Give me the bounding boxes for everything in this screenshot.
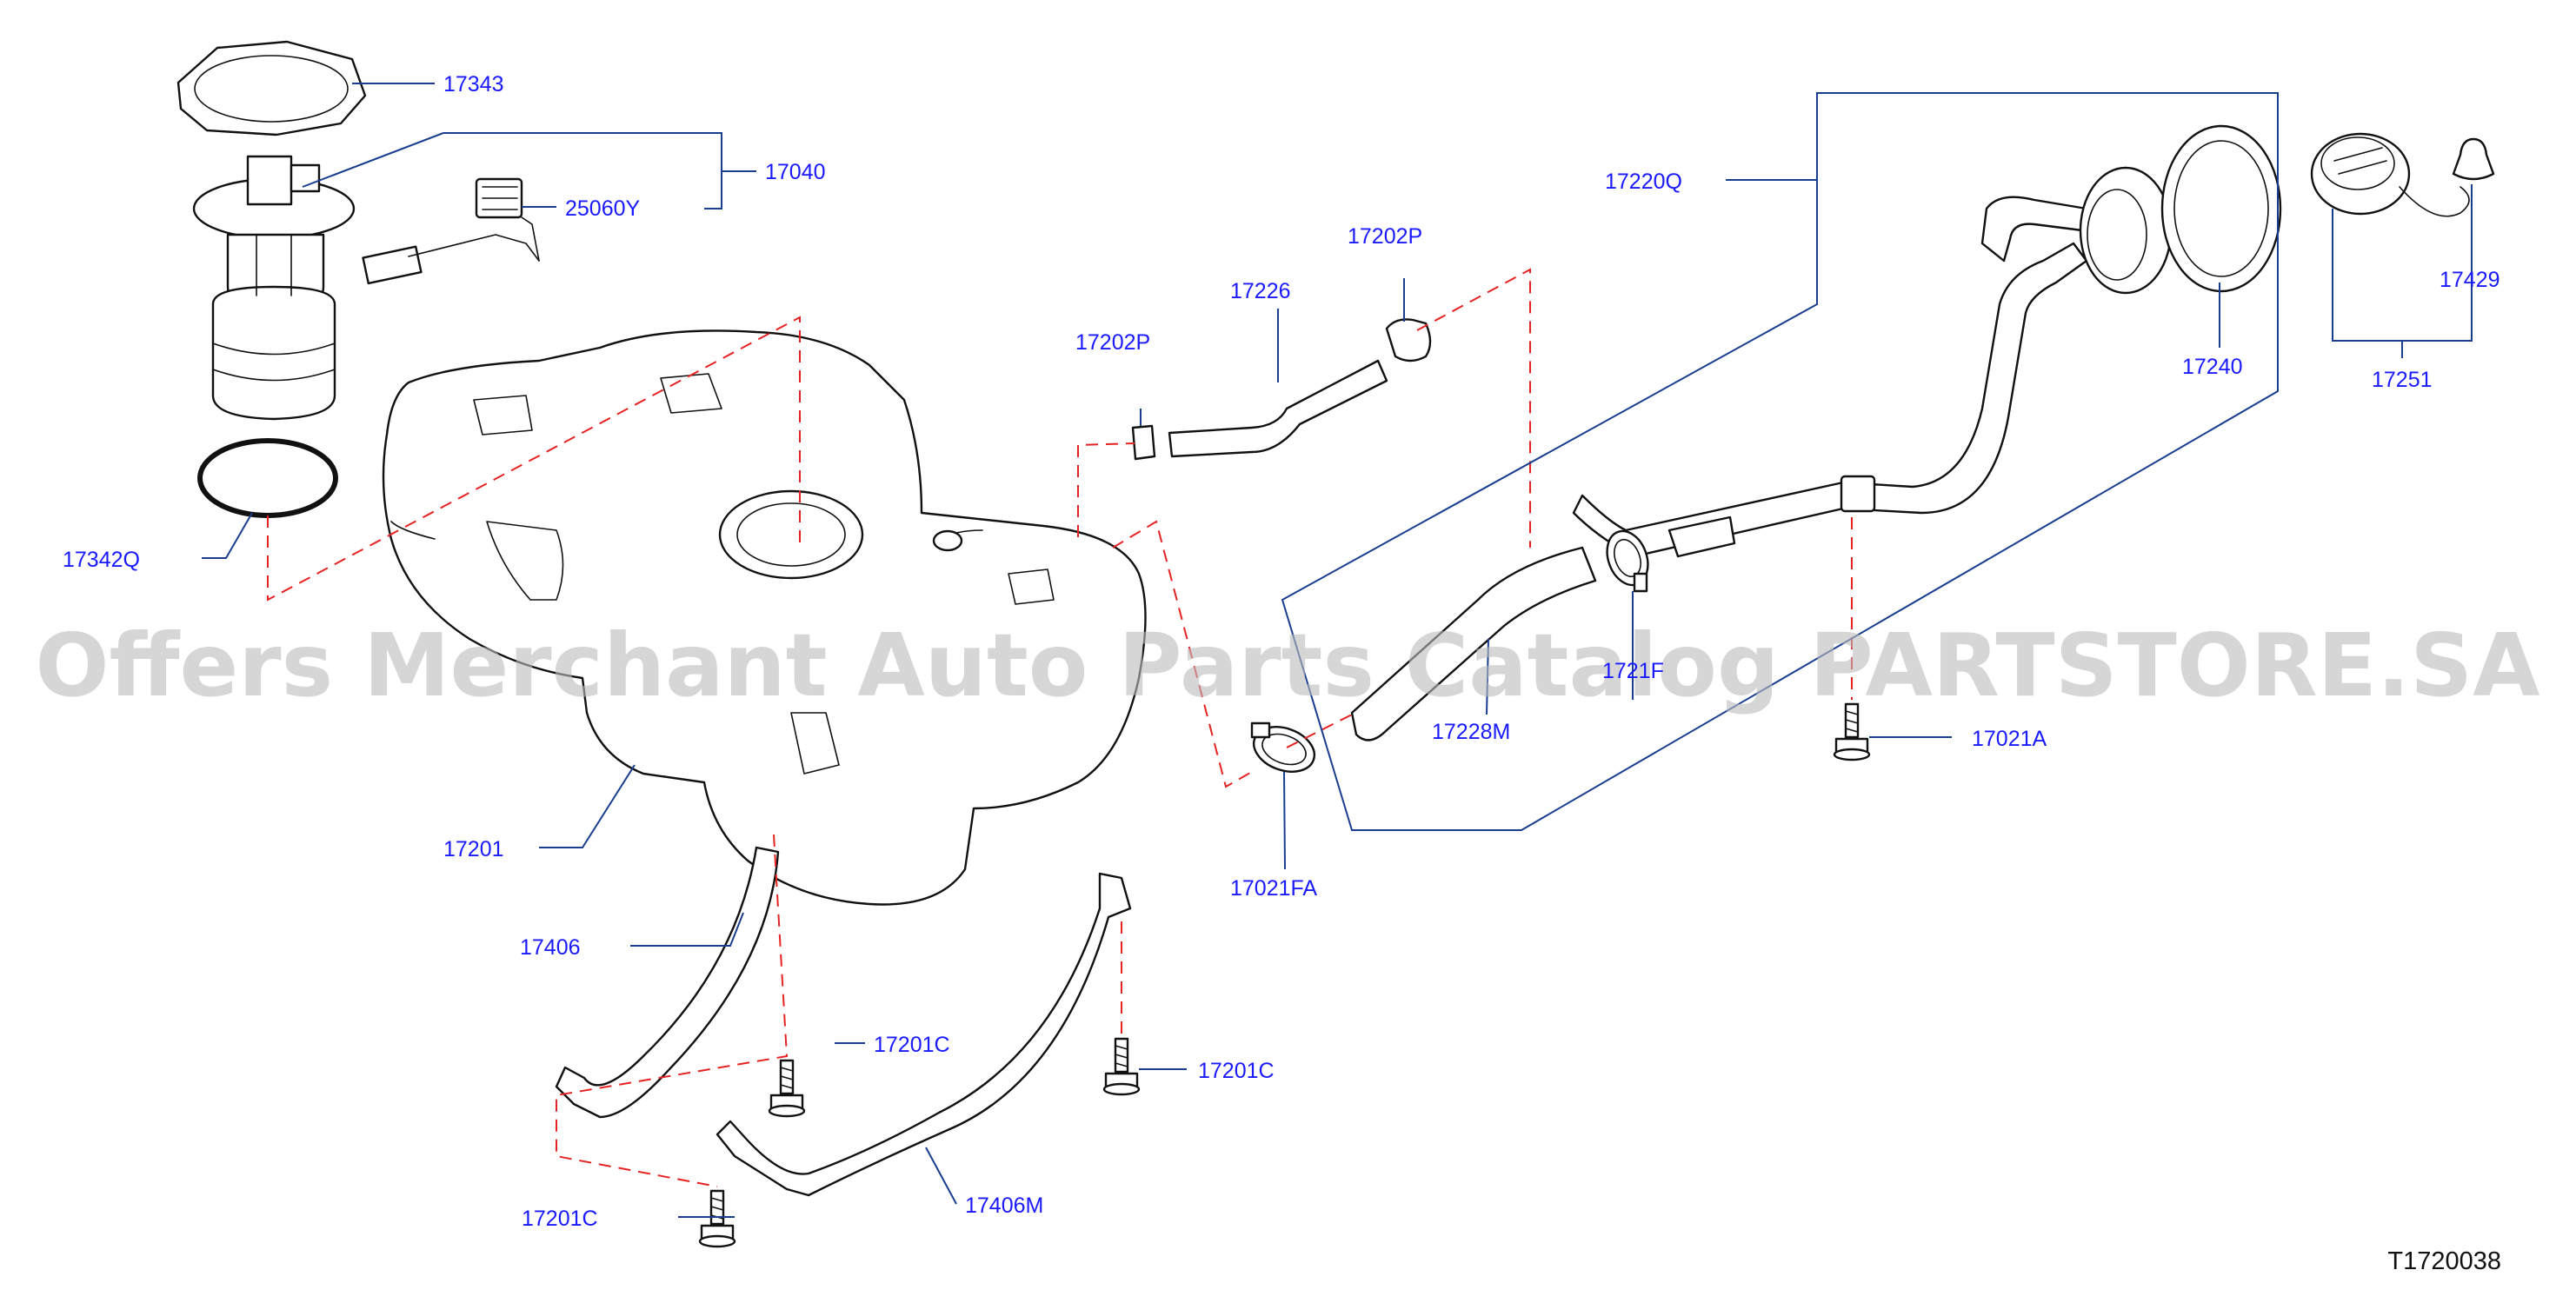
filler-pipe-17220Q-drawing — [1572, 166, 2173, 558]
label-17040[interactable]: 17040 — [765, 160, 826, 184]
gasket-17342Q-drawing — [197, 438, 338, 518]
label-17406M[interactable]: 17406M — [965, 1194, 1043, 1218]
label-17342Q[interactable]: 17342Q — [63, 548, 140, 572]
label-17343[interactable]: 17343 — [443, 72, 504, 96]
label-17021FA[interactable]: 17021FA — [1230, 876, 1317, 901]
filler-gasket-17240-drawing — [2160, 124, 2282, 293]
label-1721F[interactable]: 1721F — [1602, 659, 1664, 683]
fuel-cap-17251-drawing — [2310, 132, 2470, 217]
label-17201C-lower[interactable]: 17201C — [522, 1207, 598, 1231]
label-17251[interactable]: 17251 — [2372, 368, 2433, 392]
filler-hose-17228M-drawing — [1350, 546, 1597, 741]
assembly-guide-lines — [267, 268, 1853, 1187]
tank-strap-17406-drawing — [555, 846, 780, 1119]
clamp-17021FA-drawing — [1250, 721, 1316, 773]
lock-ring-17343-drawing — [176, 40, 367, 136]
leader-lines — [202, 83, 2473, 1218]
label-25060Y[interactable]: 25060Y — [565, 196, 641, 221]
label-17406[interactable]: 17406 — [520, 935, 581, 960]
hose-clamps-17202P-drawing — [1131, 318, 1432, 461]
tank-strap-17406M-drawing — [716, 872, 1132, 1197]
diagram-code: T1720038 — [2387, 1247, 2501, 1275]
label-17226[interactable]: 17226 — [1230, 279, 1291, 303]
label-17220Q[interactable]: 17220Q — [1605, 170, 1682, 194]
fuel-pump-module-17040-drawing — [192, 155, 540, 421]
label-17240[interactable]: 17240 — [2182, 355, 2243, 379]
clamp-1721F-drawing — [1606, 529, 1649, 593]
label-17228M[interactable]: 17228M — [1432, 720, 1510, 744]
label-17202P-left[interactable]: 17202P — [1075, 330, 1150, 355]
bolts-17201C-drawing — [698, 1037, 1141, 1248]
label-17201[interactable]: 17201 — [443, 837, 504, 861]
watermark-text: Offers Merchant Auto Parts Catalog PARTS… — [35, 615, 2539, 716]
vent-hose-17226-drawing — [1168, 359, 1388, 458]
sender-unit-25060Y-drawing — [475, 177, 540, 262]
label-17201C-upper[interactable]: 17201C — [874, 1033, 950, 1057]
label-17429[interactable]: 17429 — [2440, 268, 2500, 292]
plug-17429-drawing — [2452, 137, 2495, 181]
label-17201C-right[interactable]: 17201C — [1198, 1059, 1275, 1083]
fuel-tank-17201-drawing — [382, 329, 1147, 906]
label-17202P-right[interactable]: 17202P — [1348, 224, 1422, 249]
label-17021A[interactable]: 17021A — [1972, 727, 2047, 751]
bolt-17021A-drawing — [1833, 702, 1871, 761]
